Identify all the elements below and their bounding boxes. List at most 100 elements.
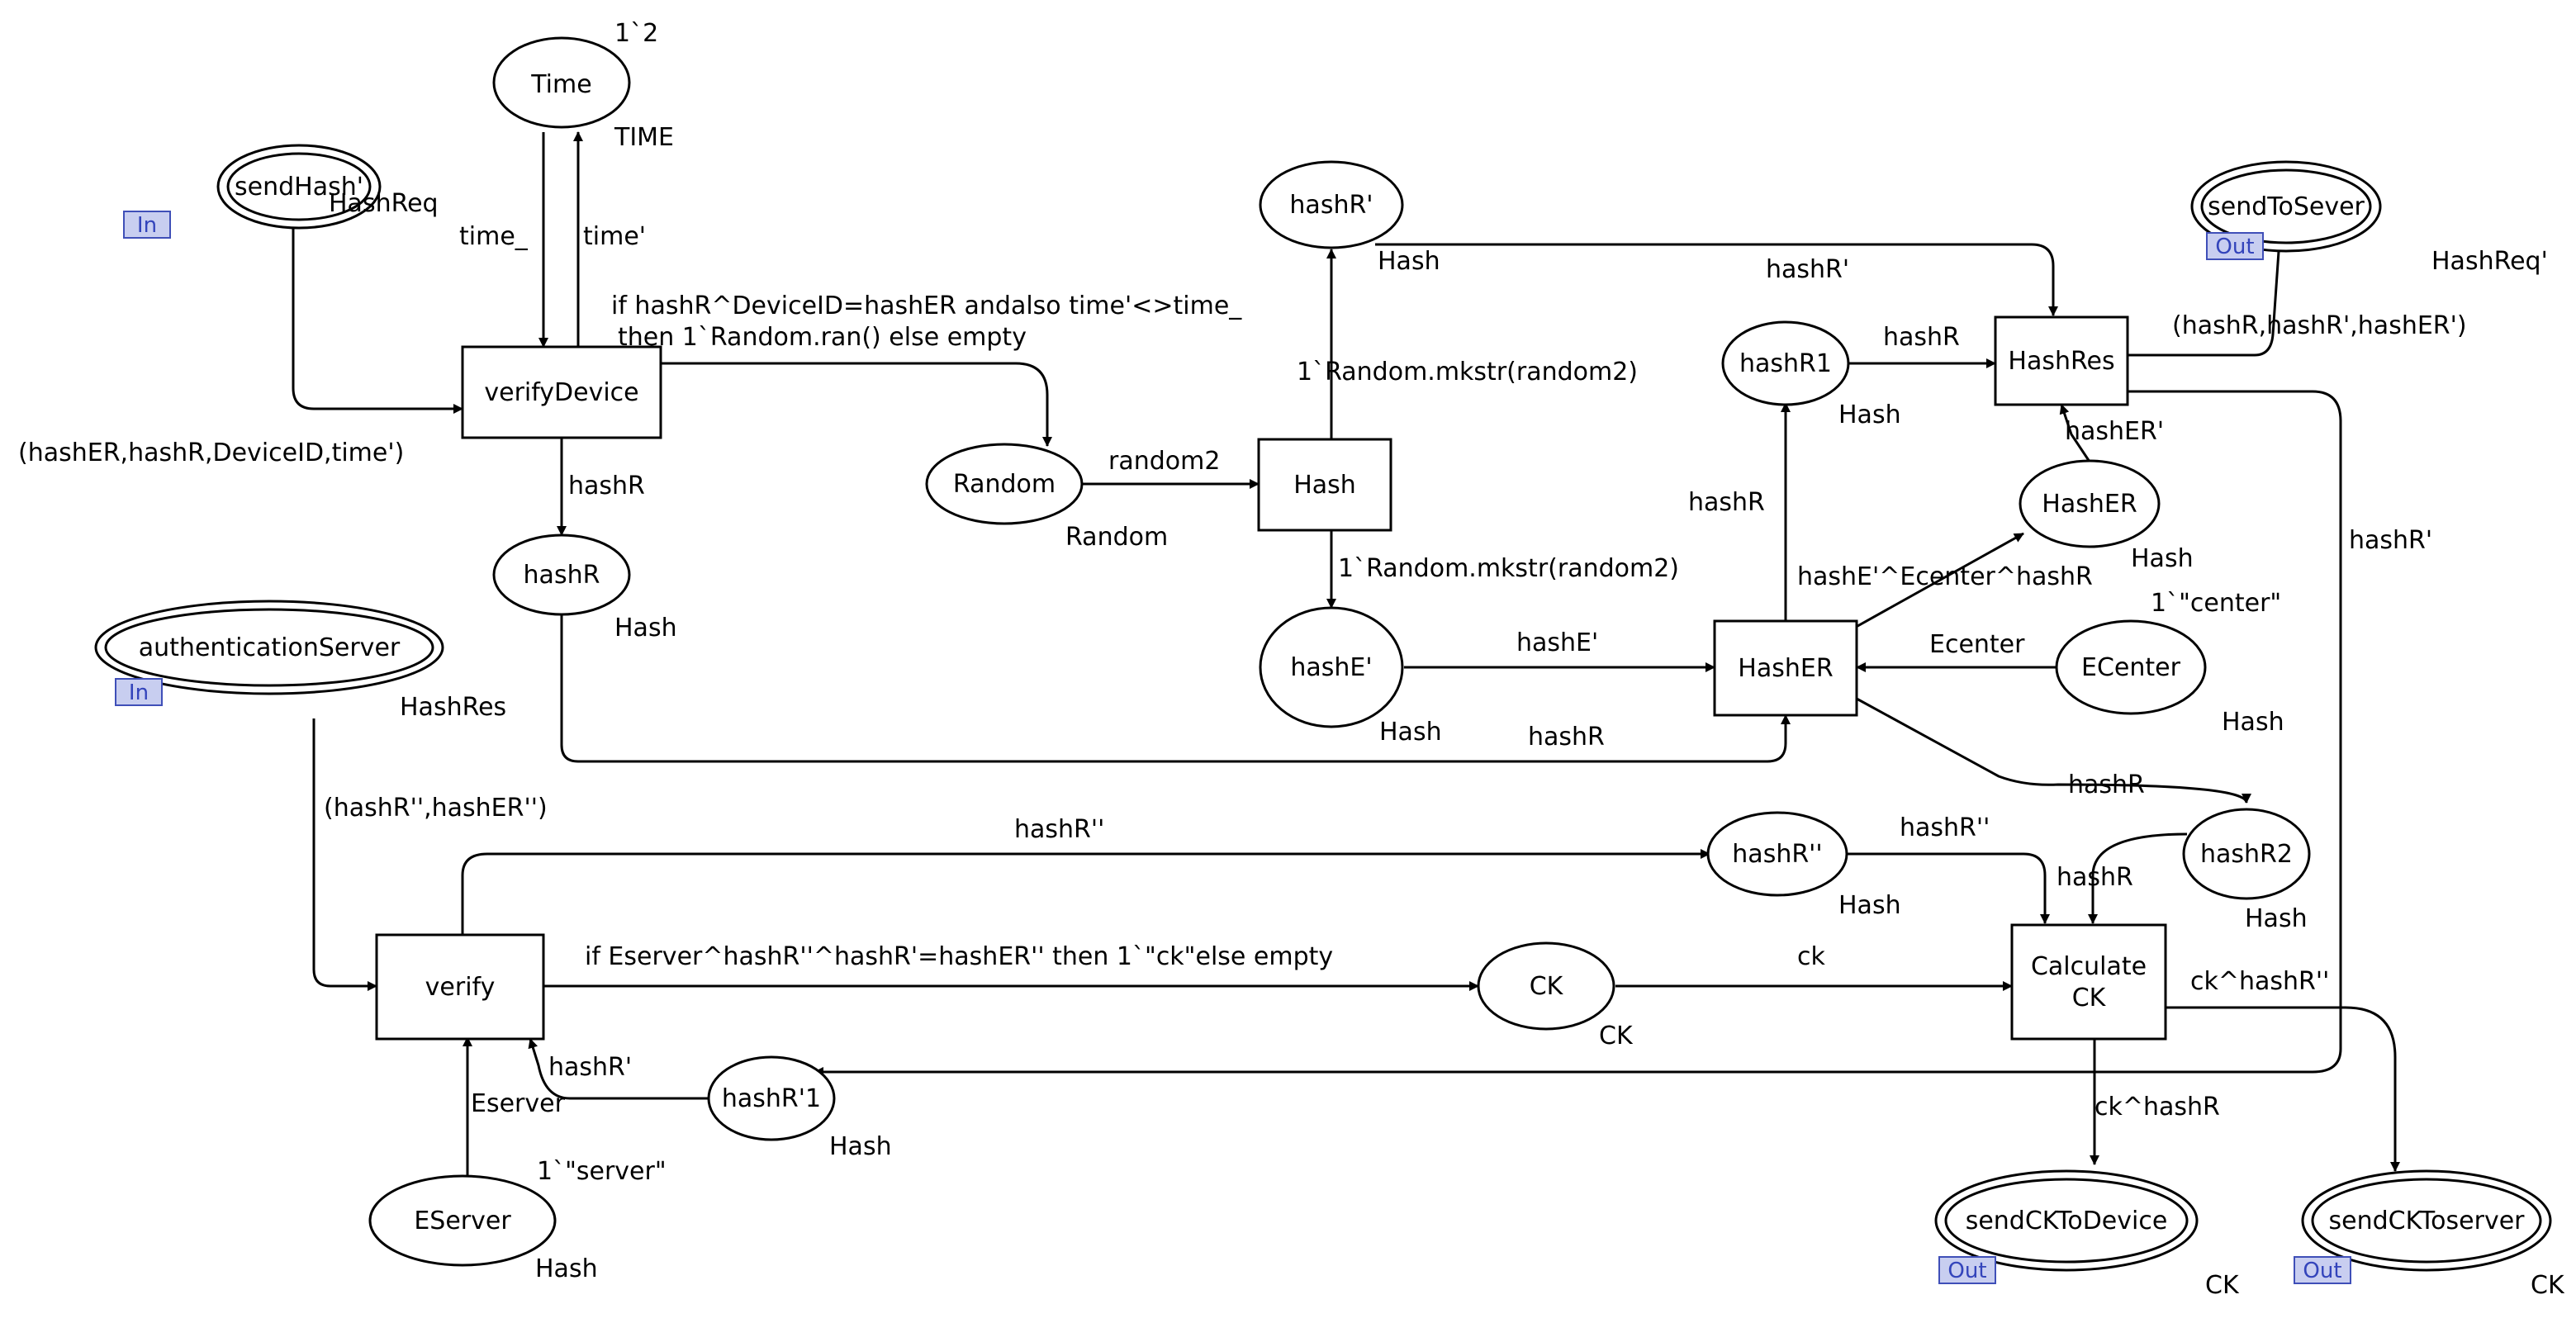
arc-hashr-to-hashert <box>560 611 1791 763</box>
port-out-tag-sendcktodevice <box>1938 1256 1996 1284</box>
place-sendhash-type: HashReq <box>329 189 439 218</box>
arc-label-mkstr-down: 1`Random.mkstr(random2) <box>1338 554 1679 583</box>
arc-label-sendhash-in: (hashER,hashR,DeviceID,time') <box>18 439 404 467</box>
transitions: verifyDevice Hash HashRes HashER verify … <box>375 315 2167 1041</box>
arc-label-ck-to-calc: ck <box>1797 942 1825 971</box>
arc-label-hashr2-to-calc: hashR <box>2057 863 2133 892</box>
place-hashr[interactable] <box>492 533 631 616</box>
arc-label-random2: random2 <box>1108 447 1220 476</box>
port-in-label-authserver: In <box>129 680 149 705</box>
place-hasher-name: HashER <box>2042 490 2137 519</box>
place-hashr1[interactable] <box>1721 320 1850 406</box>
arc-label-hashrprime1-to-verify: hashR' <box>548 1053 632 1082</box>
place-ck[interactable] <box>1477 941 1615 1031</box>
place-time[interactable] <box>492 36 631 129</box>
places: Time 1`2 TIME sendHash' In HashReq hashR… <box>94 19 2565 1300</box>
place-sendtosever-ring <box>2200 168 2372 244</box>
place-hashrprime[interactable] <box>1259 160 1404 249</box>
transition-verifydevice[interactable] <box>461 345 662 439</box>
place-sendcktoserver-ring <box>2311 1178 2542 1264</box>
place-hashrdoubleprime-type: Hash <box>1838 891 1901 920</box>
arc-label-verify-guard: if Eserver^hashR''^hashR'=hashER'' then … <box>585 942 1333 971</box>
arc-label-auth-in: (hashR'',hashER'') <box>324 794 548 823</box>
arc-hashres-to-hashrprime1 <box>814 390 2342 1077</box>
place-time-name: Time <box>530 70 591 99</box>
transition-verify[interactable] <box>375 933 545 1041</box>
port-out-label-sendcktodevice: Out <box>1947 1259 1986 1283</box>
arc-sendhash-to-verifydevice <box>292 223 463 414</box>
arc-hashres-to-sendtosever <box>2128 239 2284 357</box>
arc-label-verifydevice-guard-1: if hashR^DeviceID=hashER andalso time'<>… <box>611 292 1242 320</box>
arc-label-time-out: time_ <box>459 222 529 251</box>
port-out-tag-sendcktoserver <box>2294 1256 2351 1284</box>
arc-hasher-to-hashres <box>2059 404 2096 470</box>
port-out-label-sendtosever: Out <box>2215 235 2254 259</box>
place-ecenter-marking: 1`"center" <box>2151 589 2281 618</box>
arc-calc-to-sendcktoserver <box>2166 1006 2400 1172</box>
arc-label-hashres-to-sendtosever: (hashR,hashR',hashER') <box>2172 311 2467 340</box>
place-sendhash-name: sendHash' <box>235 173 363 202</box>
place-hashr2[interactable] <box>2182 808 2311 900</box>
place-sendtosever-name: sendToSever <box>2208 192 2365 221</box>
transition-hashres[interactable] <box>1994 315 2129 406</box>
place-authserver-ring <box>104 608 434 687</box>
arc-label-eserver: Eserver <box>471 1089 566 1118</box>
arc-label-hashres-to-hashrprime1: hashR' <box>2349 526 2432 555</box>
place-hashr-name: hashR <box>524 561 600 590</box>
arc-label-hashe-to-hashert: hashE' <box>1516 628 1598 657</box>
transition-hash[interactable] <box>1257 438 1392 532</box>
place-ecenter[interactable] <box>2055 619 2207 715</box>
place-sendcktodevice-name: sendCKToDevice <box>1966 1207 2168 1235</box>
port-in-tag-sendhash <box>123 211 171 239</box>
place-eserver-name: EServer <box>414 1207 511 1235</box>
transition-hash-name: Hash <box>1293 471 1356 500</box>
place-eserver[interactable] <box>368 1174 557 1267</box>
place-time-type: TIME <box>614 123 674 152</box>
place-hashr2-type: Hash <box>2245 904 2308 933</box>
place-hashrprime1-name: hashR'1 <box>722 1084 821 1113</box>
place-random-type: Random <box>1065 523 1168 552</box>
place-hasher-type: Hash <box>2131 544 2194 573</box>
transition-calculateck-line1: Calculate <box>2031 952 2147 981</box>
arc-label-hashr1-to-hashres: hashR <box>1883 323 1960 352</box>
place-time-marking: 1`2 <box>614 19 658 48</box>
arc-label-ecenter: Ecenter <box>1929 630 2025 659</box>
arc-auth-to-verify <box>312 718 377 991</box>
arc-label-hashrprime-to-hashres: hashR' <box>1766 255 1849 284</box>
arc-label-hashr-to-hashert: hashR <box>1528 723 1605 752</box>
place-sendcktodevice-type: CK <box>2205 1271 2240 1300</box>
place-hasher[interactable] <box>2019 459 2161 548</box>
transition-hashert[interactable] <box>1713 619 1858 717</box>
place-sendcktodevice-ring <box>1944 1178 2189 1264</box>
place-sendtosever-type: HashReq' <box>2431 247 2548 276</box>
arc-label-verifydevice-guard-2: then 1`Random.ran() else empty <box>618 323 1027 352</box>
transition-calculateck[interactable] <box>2010 923 2167 1041</box>
place-random[interactable] <box>925 443 1084 525</box>
transition-hashres-name: HashRes <box>2008 347 2114 376</box>
transition-verify-name: verify <box>425 973 496 1002</box>
arc-label-hashrdoubleprime-to-calc: hashR'' <box>1900 813 1990 842</box>
place-ecenter-name: ECenter <box>2081 653 2181 682</box>
arc-hashert-to-hasherplace <box>1851 532 2024 631</box>
port-in-tag-authserver <box>115 678 163 706</box>
arc-label-hashert-to-hashr1: hashR <box>1688 488 1765 517</box>
transition-hashert-name: HashER <box>1738 654 1833 683</box>
arc-hashrprime1-to-verify <box>528 1038 710 1100</box>
place-hasheprime-name: hashE' <box>1290 653 1372 682</box>
place-ck-type: CK <box>1599 1022 1634 1050</box>
place-hashr1-name: hashR1 <box>1739 349 1832 378</box>
place-hashrprime-name: hashR' <box>1289 191 1373 220</box>
arc-verifydevice-to-random <box>661 362 1052 447</box>
arc-label-time-in: time' <box>583 222 646 251</box>
place-hasheprime-type: Hash <box>1379 718 1442 747</box>
place-eserver-type: Hash <box>535 1254 598 1283</box>
port-out-label-sendcktoserver: Out <box>2303 1259 2341 1283</box>
place-authserver-type: HashRes <box>400 693 506 722</box>
place-hashrdoubleprime[interactable] <box>1706 811 1848 897</box>
arc-labels: time_ time' (hashER,hashR,DeviceID,time'… <box>18 222 2467 1121</box>
place-hashrprime1[interactable] <box>707 1055 836 1141</box>
place-hashrprime-type: Hash <box>1378 247 1440 276</box>
place-sendhash-ring <box>226 152 372 221</box>
arcs <box>292 131 2400 1179</box>
place-hasheprime[interactable] <box>1259 606 1404 728</box>
